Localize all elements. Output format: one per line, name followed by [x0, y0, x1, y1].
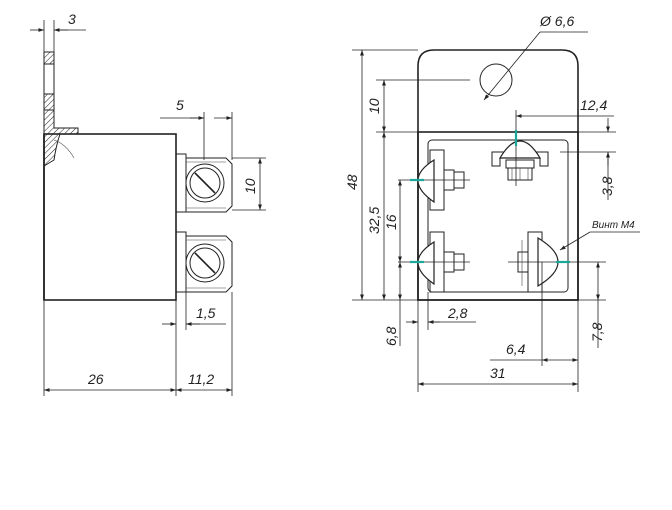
terminal-top	[175, 153, 233, 213]
dim-hole-dia-label: Ø 6,6	[539, 13, 574, 29]
dim-6-4: 6,4	[490, 262, 579, 392]
front-plate	[417, 49, 579, 301]
dim-6-4-label: 6,4	[506, 341, 526, 357]
dim-26-label: 26	[87, 371, 104, 387]
dim-10-front-label: 10	[366, 98, 382, 114]
note-screw-label: Винт М4	[592, 220, 635, 231]
dim-12-4: 12,4	[515, 97, 614, 126]
dim-1-5: 1,5	[162, 292, 226, 396]
contact-left-lower	[398, 231, 470, 293]
dim-11-2-label: 11,2	[188, 371, 214, 387]
dim-10-side-label: 10	[242, 178, 258, 194]
dim-48: 48	[344, 49, 418, 301]
dim-16-label: 16	[383, 214, 399, 230]
dim-32-5-label: 32,5	[366, 207, 382, 234]
dim-5: 5	[160, 97, 233, 160]
dim-3-8-label: 3,8	[599, 176, 615, 196]
front-view: Ø 6,6 48 10 32,5 16	[344, 13, 640, 392]
body-inner	[427, 139, 569, 293]
side-view: 3 5 10 1,5	[30, 11, 266, 396]
terminal-bottom	[175, 231, 233, 293]
dim-2-8: 2,8	[406, 292, 476, 392]
dim-12-4-label: 12,4	[580, 97, 607, 113]
dim-6-8: 6,8	[383, 262, 402, 346]
contact-right	[508, 231, 606, 293]
dim-1-5-label: 1,5	[196, 305, 216, 321]
dim-3-8: 3,8	[560, 118, 616, 200]
body-frame	[417, 131, 579, 301]
dim-26-11-2: 26 11,2	[43, 292, 233, 396]
dim-5-label: 5	[176, 97, 184, 113]
switch-body-side	[43, 133, 177, 301]
dim-2-8-label: 2,8	[447, 305, 468, 321]
dim-31-label: 31	[490, 365, 506, 381]
dim-16: 16	[383, 180, 402, 262]
dim-7-8-label: 7,8	[589, 322, 605, 342]
dim-6-8-label: 6,8	[383, 326, 399, 346]
dim-3: 3	[30, 11, 86, 52]
dim-3-label: 3	[68, 11, 76, 27]
dim-hole-dia: Ø 6,6	[483, 13, 588, 101]
dim-10-side: 10	[232, 157, 266, 211]
dim-32-5: 32,5	[366, 132, 386, 300]
contact-left-upper	[398, 149, 470, 211]
dim-48-label: 48	[344, 174, 360, 190]
mounting-hole	[479, 63, 513, 97]
contact-top	[491, 126, 549, 186]
mounting-plate-section	[43, 51, 79, 167]
note-screw: Винт М4	[559, 220, 640, 251]
dim-31: 31	[418, 365, 578, 386]
dim-7-8: 7,8	[578, 262, 606, 348]
